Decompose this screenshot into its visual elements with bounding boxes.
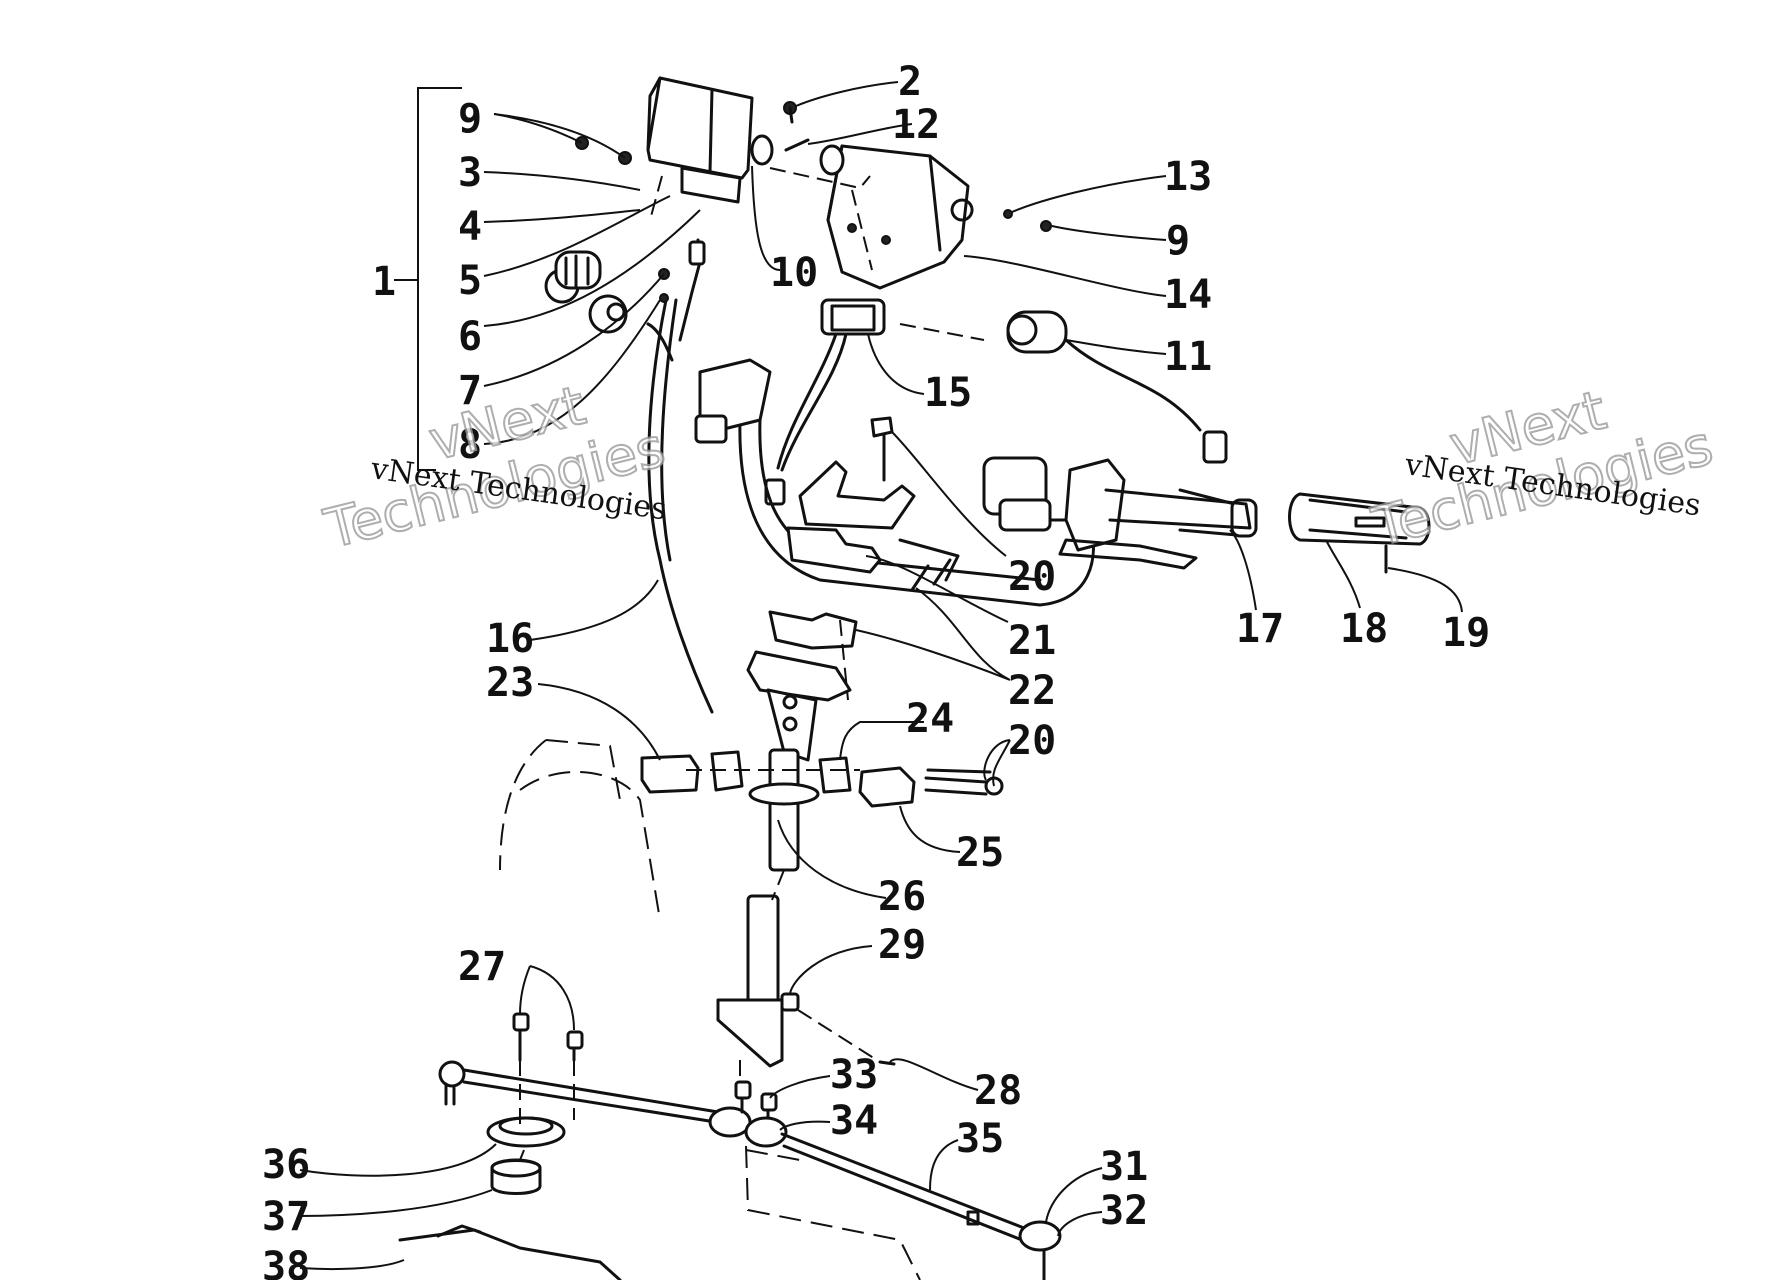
callout-14: 14 — [1164, 272, 1212, 318]
frame-outline — [499, 739, 921, 1280]
callout-34: 34 — [830, 1098, 878, 1144]
callout-labels: 1 2 3 4 5 6 7 8 9 9 10 11 12 13 14 15 16… — [262, 59, 1490, 1280]
brake-lever-assembly — [982, 456, 1252, 570]
callout-9-left: 9 — [458, 96, 482, 142]
callout-11: 11 — [1164, 334, 1212, 380]
callout-37: 37 — [262, 1194, 310, 1240]
callout-25: 25 — [956, 830, 1004, 876]
small-fasteners — [750, 101, 1052, 232]
callout-17: 17 — [1236, 606, 1284, 652]
steering-post-clamps — [640, 750, 1004, 808]
hand-grip — [1288, 492, 1431, 574]
callout-16: 16 — [486, 616, 534, 662]
callout-13: 13 — [1164, 154, 1212, 200]
dimmer-switch — [1006, 310, 1228, 464]
callout-7: 7 — [458, 368, 482, 414]
callout-24: 24 — [906, 696, 954, 742]
watermark-left: vNext Technologies — [317, 373, 672, 562]
callout-20-lower: 20 — [1008, 718, 1056, 764]
callout-33: 33 — [830, 1052, 878, 1098]
callout-12: 12 — [892, 102, 940, 148]
callout-20-upper: 20 — [1008, 554, 1056, 600]
tie-rods — [438, 1060, 1062, 1280]
callout-29: 29 — [878, 922, 926, 968]
callout-19: 19 — [1442, 610, 1490, 656]
assembly-centerlines — [519, 167, 985, 1161]
headlight-housing — [826, 144, 974, 290]
lower-bushings — [398, 1116, 622, 1280]
callout-3: 3 — [458, 150, 482, 196]
callout-31: 31 — [1100, 1144, 1148, 1190]
callout-8: 8 — [458, 422, 482, 468]
handlebar-clamps — [768, 416, 960, 650]
callout-23: 23 — [486, 660, 534, 706]
callout-27: 27 — [458, 944, 506, 990]
callout-5: 5 — [458, 258, 482, 304]
callout-6: 6 — [458, 314, 482, 360]
callout-10: 10 — [770, 250, 818, 296]
callout-22: 22 — [1008, 668, 1056, 714]
callout-36: 36 — [262, 1142, 310, 1188]
leader-lines — [299, 81, 1463, 1271]
steering-column — [716, 650, 852, 1068]
callout-9-right: 9 — [1166, 218, 1190, 264]
callout-28: 28 — [974, 1068, 1022, 1114]
callout-18: 18 — [1340, 606, 1388, 652]
callout-35: 35 — [956, 1116, 1004, 1162]
speedometer-assembly — [544, 76, 754, 714]
callout-1: 1 — [372, 259, 396, 305]
callout-4: 4 — [458, 204, 482, 250]
callout-38: 38 — [262, 1244, 310, 1280]
callout-15: 15 — [924, 370, 972, 416]
wire-harness-grommet — [764, 298, 886, 506]
callout-32: 32 — [1100, 1188, 1148, 1234]
callout-26: 26 — [878, 874, 926, 920]
callout-21: 21 — [1008, 618, 1056, 664]
tie-rod-bolts — [512, 1012, 778, 1120]
callout-2: 2 — [898, 59, 922, 105]
